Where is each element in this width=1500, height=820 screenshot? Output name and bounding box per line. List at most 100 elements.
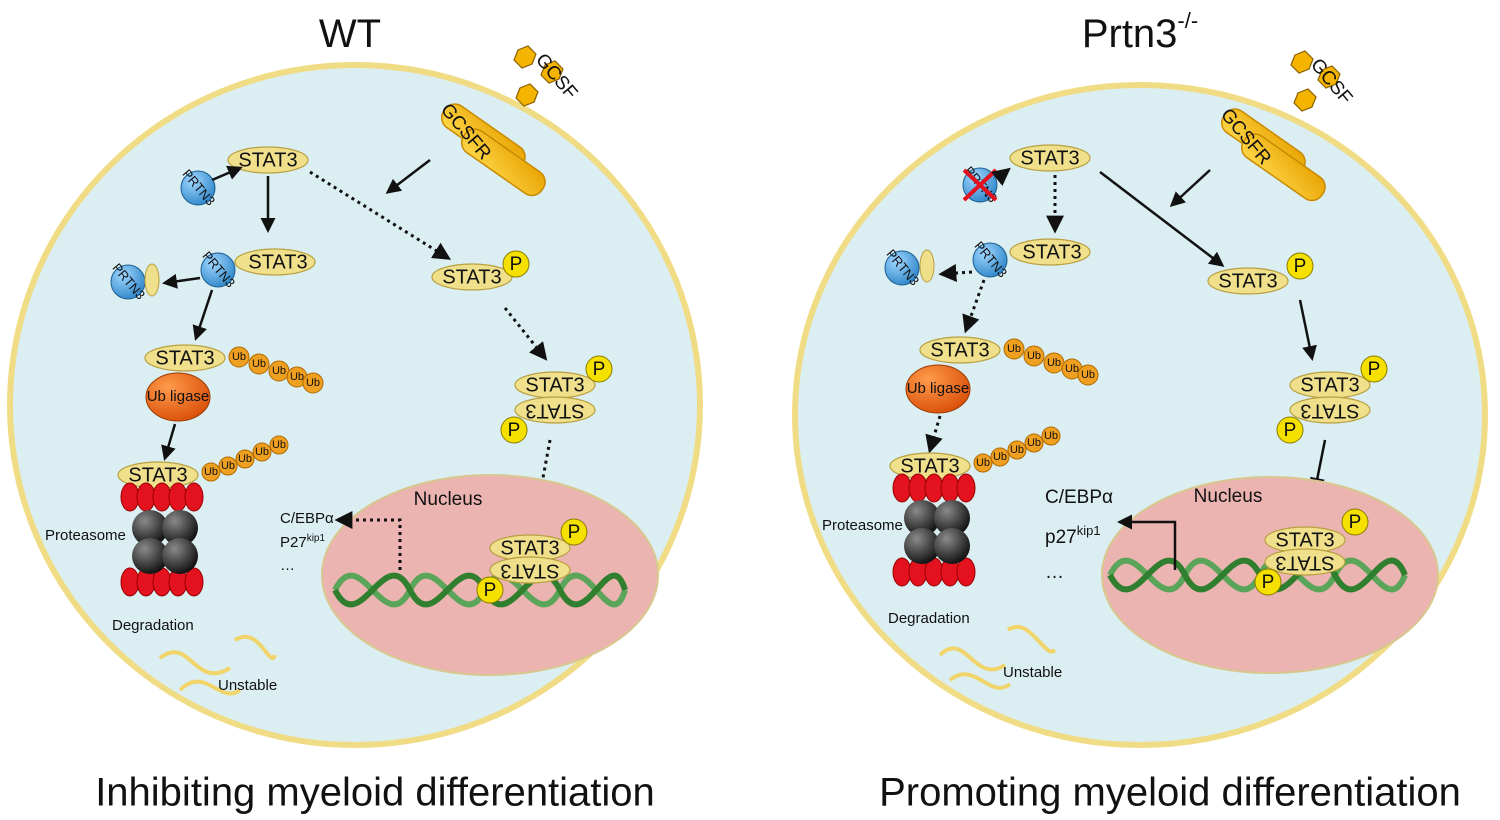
stat3-free: STAT3 (1009, 144, 1091, 172)
arrow (211, 165, 243, 182)
svg-text:STAT3: STAT3 (155, 347, 214, 369)
svg-text:STAT3: STAT3 (238, 149, 297, 171)
svg-text:Ub: Ub (1065, 363, 1079, 375)
svg-text:Ub: Ub (1027, 350, 1041, 362)
svg-text:Ub: Ub (1044, 430, 1058, 442)
gene-p27: p27kip1 (1045, 523, 1101, 548)
svg-text:Ub: Ub (993, 451, 1007, 463)
panel-wt: WT GCSF GCSFR STAT3 PRTN3 STAT3 (7, 12, 703, 815)
nucleus: Nucleus STAT3 STAT3 P P (321, 474, 659, 676)
svg-text:STAT3: STAT3 (1275, 529, 1334, 551)
svg-text:Ub: Ub (1010, 444, 1024, 456)
svg-text:STAT3: STAT3 (128, 464, 187, 486)
stat3-dimer-nuclear: STAT3 STAT3 P P (1254, 508, 1369, 596)
gene-more: … (1045, 562, 1064, 583)
gcsf-ligand-icon (540, 60, 564, 84)
stat3-dimer: STAT3 STAT3 P P (500, 355, 613, 444)
stat3-phospho: STAT3 P (431, 250, 530, 291)
arrow (192, 289, 214, 341)
panel-caption: Promoting myeloid differentiation (879, 771, 1461, 815)
stat3-dimer: STAT3 STAT3 P P (1276, 355, 1388, 444)
gcsf-label: GCSF (531, 50, 581, 104)
unstable-fragment (948, 672, 1012, 690)
unstable-label: Unstable (1003, 664, 1062, 681)
gcsf-ligand-icon (1317, 65, 1341, 89)
svg-text:STAT3: STAT3 (1020, 147, 1079, 169)
arrow (1117, 514, 1177, 570)
gene-more: … (280, 557, 295, 574)
svg-text:Ub ligase: Ub ligase (907, 380, 970, 397)
arrow (161, 423, 177, 461)
svg-text:Ub: Ub (204, 466, 218, 478)
svg-text:Ub: Ub (1027, 437, 1041, 449)
unstable-fragment (178, 679, 242, 696)
svg-text:P: P (593, 359, 606, 380)
unstable-label: Unstable (218, 677, 277, 694)
prtn3-stat3-complex: STAT3 PRTN3 (199, 248, 316, 290)
proteasome-label: Proteasome (822, 517, 903, 534)
svg-text:Ub: Ub (290, 371, 304, 383)
arrow (385, 159, 431, 194)
unstable-fragment (1006, 625, 1057, 654)
svg-text:P: P (1368, 359, 1381, 380)
svg-text:STAT3: STAT3 (1022, 241, 1081, 263)
degradation-label: Degradation (888, 610, 970, 627)
nucleus: Nucleus STAT3 STAT3 P P (1101, 476, 1439, 674)
svg-text:P: P (508, 420, 521, 441)
stat3-free: STAT3 (227, 146, 309, 174)
knockout-cross-icon (962, 168, 998, 202)
proteasome: STAT3 Ub Ub Ub Ub Ub Proteasome (45, 435, 289, 597)
svg-text:Ub: Ub (1081, 369, 1095, 381)
svg-text:STAT3: STAT3 (525, 374, 584, 396)
panel-prtn3-ko: Prtn3-/- GCSF GCSFR STAT3 PRTN3 STAT (792, 8, 1488, 815)
svg-text:Ub: Ub (221, 460, 235, 472)
svg-text:STAT3: STAT3 (248, 251, 307, 273)
svg-text:P: P (1284, 420, 1297, 441)
svg-text:STAT3: STAT3 (900, 455, 959, 477)
svg-text:STAT3: STAT3 (500, 560, 559, 582)
arrow-dotted (991, 167, 1011, 187)
arrow (162, 273, 201, 289)
arrow-dotted (309, 170, 452, 260)
proteasome: STAT3 Ub Ub Ub Ub Ub Proteasome (822, 426, 1061, 587)
arrow (1099, 171, 1225, 267)
arrow-dotted (533, 439, 552, 498)
svg-text:Ub: Ub (272, 365, 286, 377)
svg-text:Ub: Ub (255, 446, 269, 458)
prtn3-cleaved: PRTN3 (109, 260, 160, 302)
arrow-dotted (938, 264, 973, 283)
gcsf-ligand-icon (513, 45, 537, 69)
gcsf-ligand-icon (1293, 88, 1317, 112)
svg-text:Ub: Ub (1007, 343, 1021, 355)
svg-text:P: P (1294, 256, 1307, 277)
stat3-ubiquitin-chain: STAT3 Ub Ub Ub Ub Ub (144, 344, 324, 394)
svg-text:Ub: Ub (306, 377, 320, 389)
panel-caption: Inhibiting myeloid differentiation (95, 771, 655, 815)
svg-text:STAT3: STAT3 (930, 339, 989, 361)
svg-text:Ub: Ub (232, 351, 246, 363)
stat3-ubiquitin-chain: STAT3 Ub Ub Ub Ub Ub (919, 336, 1099, 386)
stat3-phospho: STAT3 P (1207, 252, 1314, 295)
svg-text:STAT3: STAT3 (1300, 374, 1359, 396)
svg-text:P: P (484, 580, 497, 601)
prtn3-stat3-complex: STAT3 PRTN3 (971, 238, 1091, 280)
svg-text:STAT3: STAT3 (525, 400, 584, 422)
ub-ligase: Ub ligase (145, 372, 211, 422)
arrow-dotted (962, 279, 986, 334)
stat3-dimer-nuclear: STAT3 STAT3 P P (476, 518, 588, 604)
svg-text:P: P (568, 522, 581, 543)
gcsf-ligand-icon (515, 83, 539, 107)
panel-title: Prtn3-/- (1082, 8, 1198, 56)
svg-text:Ub: Ub (976, 457, 990, 469)
unstable-fragment (938, 646, 1007, 672)
panel-title: WT (319, 12, 381, 56)
svg-text:STAT3: STAT3 (500, 537, 559, 559)
svg-text:P: P (510, 254, 523, 275)
gene-cebpa: C/EBPα (280, 510, 334, 527)
gene-p27: P27kip1 (280, 533, 325, 551)
svg-text:STAT3: STAT3 (442, 266, 501, 288)
svg-text:Ub: Ub (1047, 357, 1061, 369)
svg-text:Ub: Ub (238, 453, 252, 465)
svg-text:STAT3: STAT3 (1275, 552, 1334, 574)
svg-text:STAT3: STAT3 (1218, 270, 1277, 292)
